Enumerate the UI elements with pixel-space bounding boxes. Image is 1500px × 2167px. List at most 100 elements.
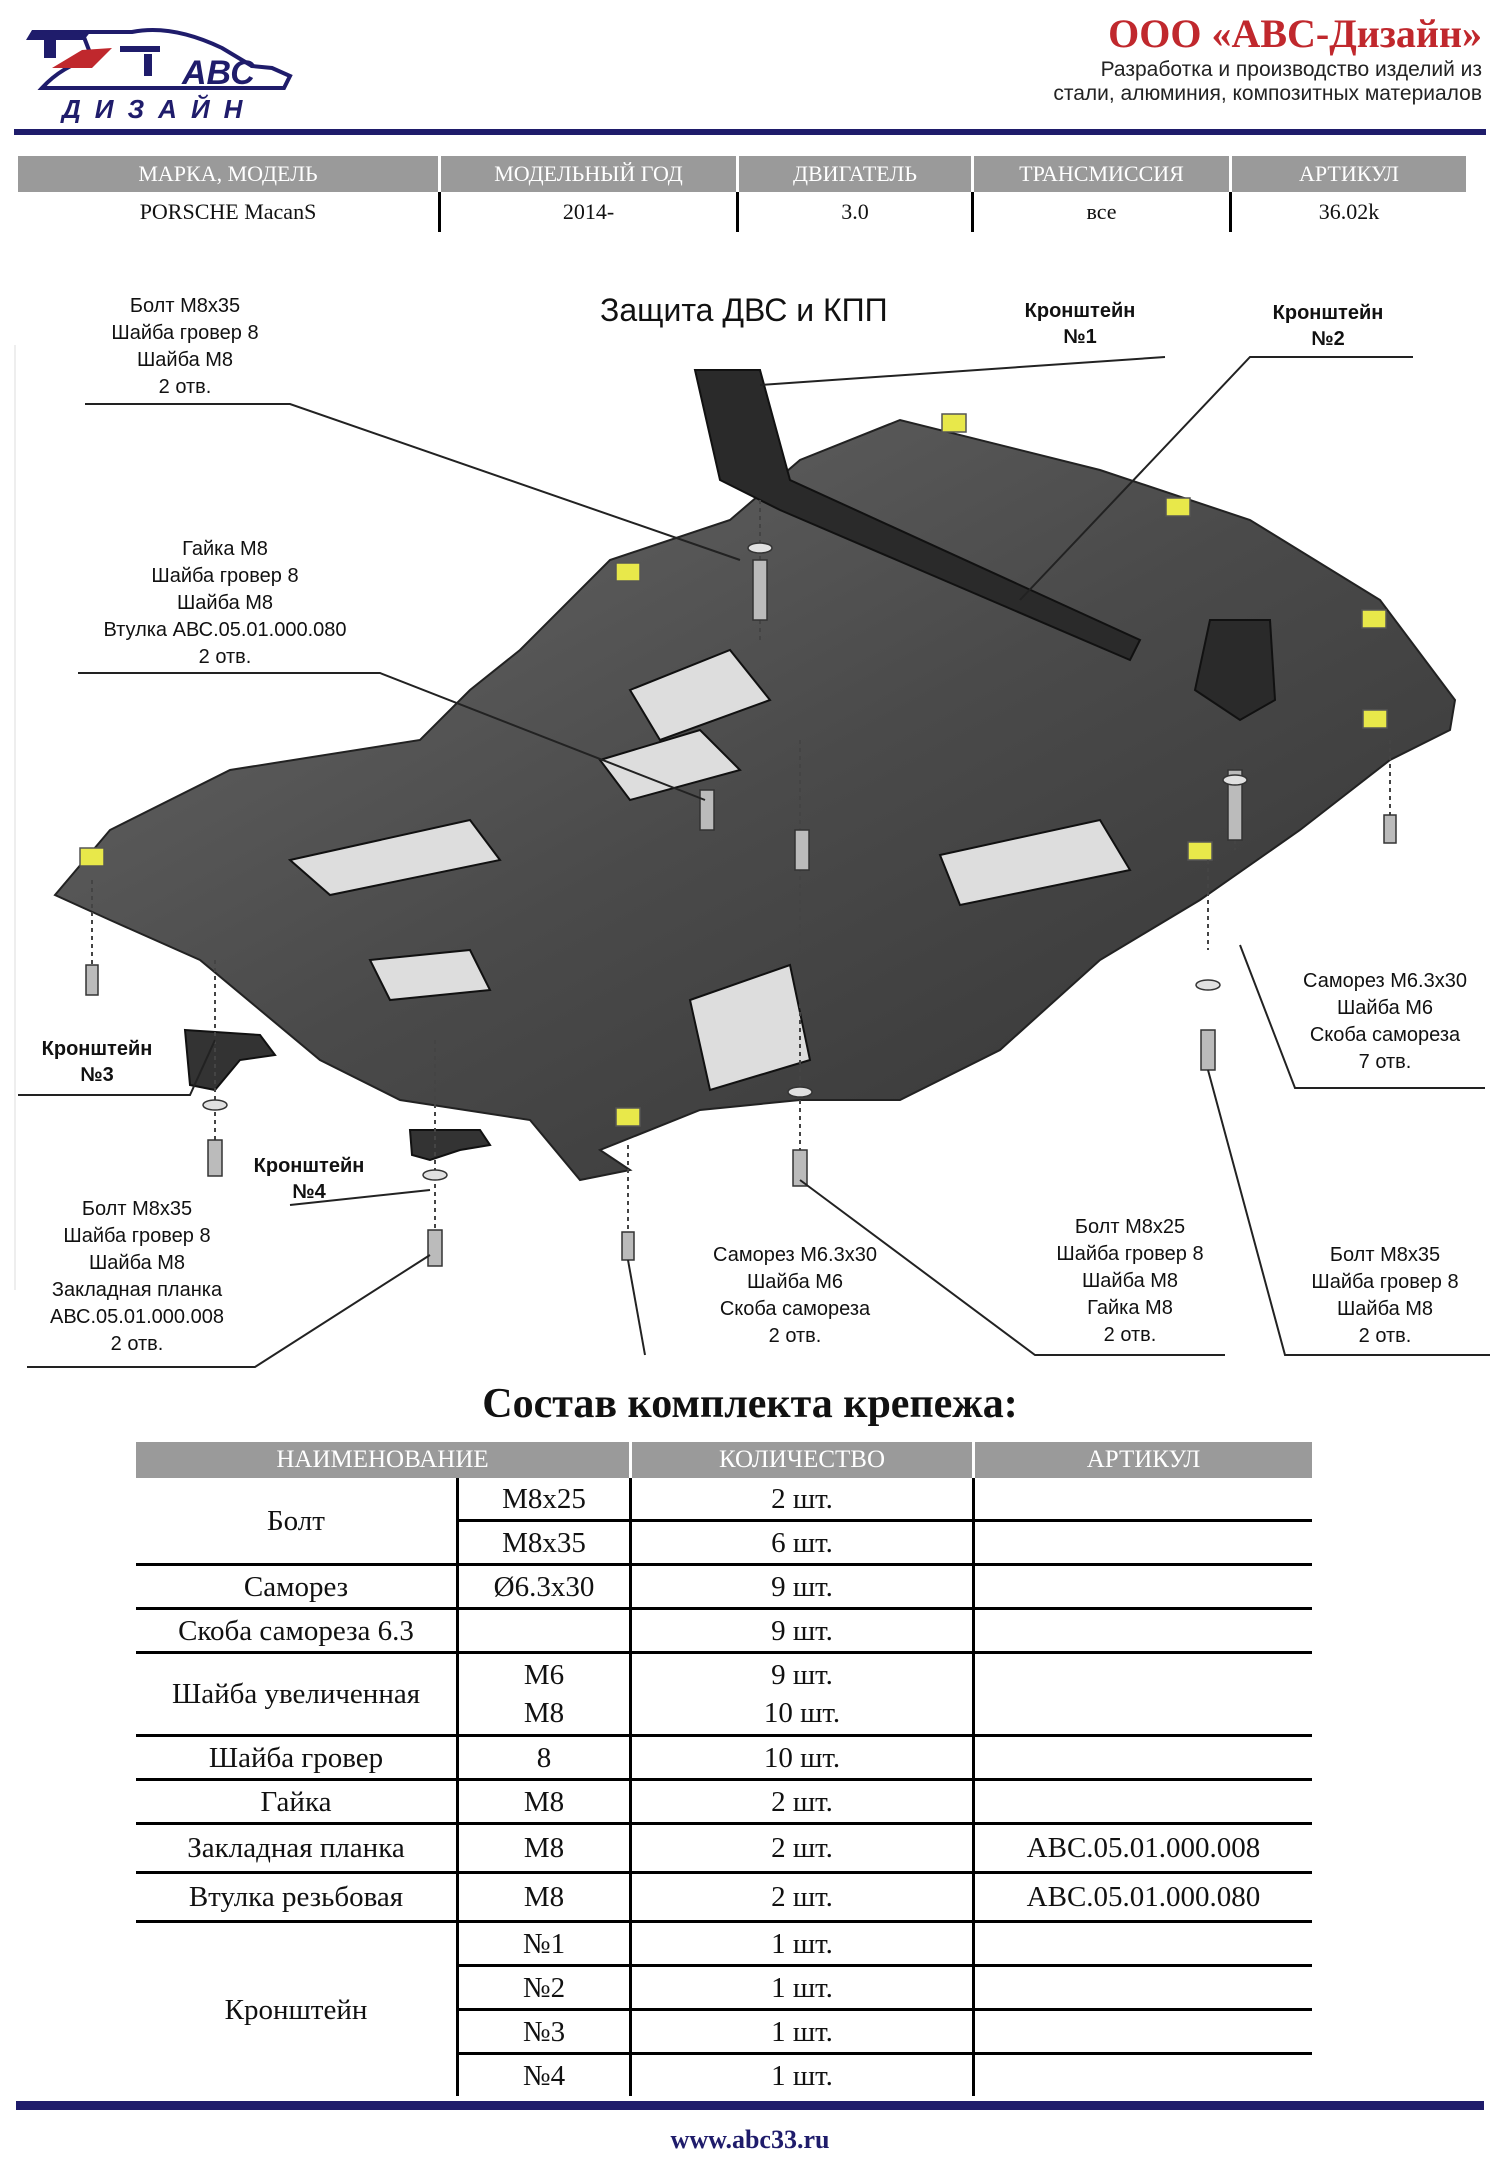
header-make: МАРКА, МОДЕЛЬ [18, 156, 441, 192]
table-row: №4 1 шт. [136, 2053, 1313, 2097]
kit-title: Состав комплекта крепежа: [482, 1381, 1018, 1427]
kit-header-name: НАИМЕНОВАНИЕ [136, 1442, 632, 1478]
callout-line: Шайба М6 [746, 1271, 844, 1293]
bracket-4-label-line2: №4 [292, 1181, 326, 1203]
table-row: Кронштейн №1 1 шт. [136, 1921, 1312, 2096]
callout-line: Шайба М8 [1081, 1270, 1179, 1292]
kit-header-qty: КОЛИЧЕСТВО [630, 1442, 975, 1478]
skid-plate-drawing [14, 345, 1490, 1368]
table-row: Закладная планка М8 2 шт. АВС.05.01.000.… [136, 1823, 1312, 1874]
callout-line: Шайба М8 [88, 1252, 186, 1274]
kit-qty: 9 шт. [630, 1608, 975, 1654]
kit-qty: 9 шт.10 шт. [630, 1652, 975, 1737]
bracket-1-label: Кронштейн №1 [1005, 298, 1155, 350]
kit-qty: 1 шт. [630, 2053, 975, 2096]
bracket-1-shape [693, 369, 1142, 662]
bracket-3-shape [183, 1028, 277, 1092]
sleeve-2 [794, 829, 810, 871]
callout-line: Шайба гровер 8 [111, 322, 259, 344]
callout-line: Скоба самореза [1309, 1024, 1461, 1046]
clip-8 [615, 1107, 641, 1127]
callout-line: 2 отв. [768, 1325, 822, 1347]
kit-article [973, 1779, 1312, 1825]
model-table-header: МАРКА, МОДЕЛЬ МОДЕЛЬНЫЙ ГОД ДВИГАТЕЛЬ ТР… [18, 156, 1466, 192]
bracket-1-label-line2: №1 [1063, 326, 1097, 348]
kit-name-clip: Скоба самореза 6.3 [136, 1608, 459, 1654]
table-row: Скоба самореза 6.3 9 шт. [136, 1608, 1312, 1654]
kit-table-header: НАИМЕНОВАНИЕ КОЛИЧЕСТВО АРТИКУЛ [136, 1442, 1312, 1478]
kit-article [974, 2054, 1313, 2097]
kit-article [973, 1965, 1312, 2011]
kit-size: М8х25 [457, 1478, 632, 1522]
callout-bottom-left: Болт М8х35 Шайба гровер 8 Шайба М8 Закла… [22, 1196, 252, 1358]
website-link[interactable]: www.abc33.ru [670, 2125, 830, 2154]
bracket-2-label-line1: Кронштейн [1272, 302, 1384, 324]
kit-name-screw: Саморез [136, 1564, 459, 1610]
kit-article [973, 1564, 1312, 1610]
kit-article: АВС.05.01.000.008 [973, 1823, 1312, 1874]
kit-qty: 2 шт. [630, 1779, 975, 1825]
header-year: МОДЕЛЬНЫЙ ГОД [439, 156, 739, 192]
cell-engine: 3.0 [737, 192, 974, 232]
bolt-bracket4 [427, 1229, 443, 1267]
sleeve-1 [699, 789, 715, 831]
bracket-3-label-line2: №3 [80, 1064, 114, 1086]
table-row: Гайка М8 2 шт. [136, 1779, 1312, 1825]
callout-right-mid: Саморез М6.3х30 Шайба М6 Скоба самореза … [1275, 968, 1495, 1076]
bottom-divider [16, 2101, 1484, 2110]
kit-name-washer: Шайба увеличенная [136, 1652, 459, 1737]
callout-line: 7 отв. [1358, 1051, 1412, 1073]
diagram-title: Защита ДВС и КПП [600, 292, 888, 328]
kit-size: М8х35 [457, 1520, 632, 1566]
kit-size: №4 [457, 2053, 632, 2096]
bolt-m8x25 [792, 1149, 808, 1187]
kit-article [973, 1520, 1312, 1566]
table-row: Болт М8х25 2 шт. [136, 1478, 1312, 1566]
kit-name-bolt: Болт [136, 1478, 459, 1566]
bracket-1-label-line1: Кронштейн [1024, 300, 1136, 322]
fastener-kit-table: НАИМЕНОВАНИЕ КОЛИЧЕСТВО АРТИКУЛ Болт М8х… [136, 1442, 1312, 2096]
kit-size: 8 [457, 1735, 632, 1781]
kit-name-plate: Закладная планка [136, 1823, 459, 1874]
clip-4 [1165, 497, 1191, 517]
kit-name-bracket: Кронштейн [136, 1921, 459, 2096]
kit-qty-line: 9 шт. [771, 1659, 833, 1691]
header-article: АРТИКУЛ [1230, 156, 1466, 192]
callout-bottom-m8x25: Болт М8х25 Шайба гровер 8 Шайба М8 Гайка… [1030, 1214, 1230, 1349]
kit-qty: 2 шт. [630, 1872, 975, 1923]
bolt-bracket2 [1227, 769, 1243, 841]
bracket-2-label-line2: №2 [1311, 328, 1345, 350]
kit-size: №1 [457, 1921, 632, 1967]
callout-line: АВС.05.01.000.008 [50, 1306, 224, 1328]
kit-article [973, 1608, 1312, 1654]
model-table-row: PORSCHE MacanS 2014- 3.0 все 36.02k [18, 192, 1466, 232]
table-row: Шайба гровер 8 10 шт. [136, 1735, 1312, 1781]
screw-3 [1200, 1029, 1216, 1071]
bracket-3-label: Кронштейн №3 [22, 1036, 172, 1088]
callout-line: Саморез М6.3х30 [713, 1244, 877, 1266]
callout-line: Болт М8х35 [1329, 1244, 1441, 1266]
cell-transmission: все [972, 192, 1232, 232]
screw-4 [1383, 814, 1397, 844]
callout-line: Болт М8х35 [81, 1198, 193, 1220]
clip-7 [1187, 841, 1213, 861]
model-table: МАРКА, МОДЕЛЬ МОДЕЛЬНЫЙ ГОД ДВИГАТЕЛЬ ТР… [18, 156, 1466, 232]
company-tagline-1: Разработка и производство изделий из [1100, 58, 1482, 81]
callout-line: Гайка М8 [1087, 1297, 1173, 1319]
kit-article [973, 2009, 1312, 2055]
table-row: М8х35 6 шт. [136, 1520, 1312, 1566]
kit-size: М8 [457, 1872, 632, 1923]
kit-size-line: М6 [523, 1659, 565, 1691]
kit-name-sleeve: Втулка резьбовая [136, 1872, 459, 1923]
bolt-bracket3 [207, 1139, 223, 1177]
kit-qty: 6 шт. [630, 1520, 975, 1566]
bracket-3-label-line1: Кронштейн [41, 1038, 153, 1060]
kit-article [973, 1652, 1312, 1737]
cell-year: 2014- [439, 192, 739, 232]
screw-1 [85, 964, 99, 996]
bracket-2-label: Кронштейн №2 [1253, 300, 1403, 352]
callout-bottom-right: Болт М8х35 Шайба гровер 8 Шайба М8 2 отв… [1285, 1242, 1485, 1350]
company-tagline-2: стали, алюминия, композитных материалов [1053, 82, 1482, 105]
